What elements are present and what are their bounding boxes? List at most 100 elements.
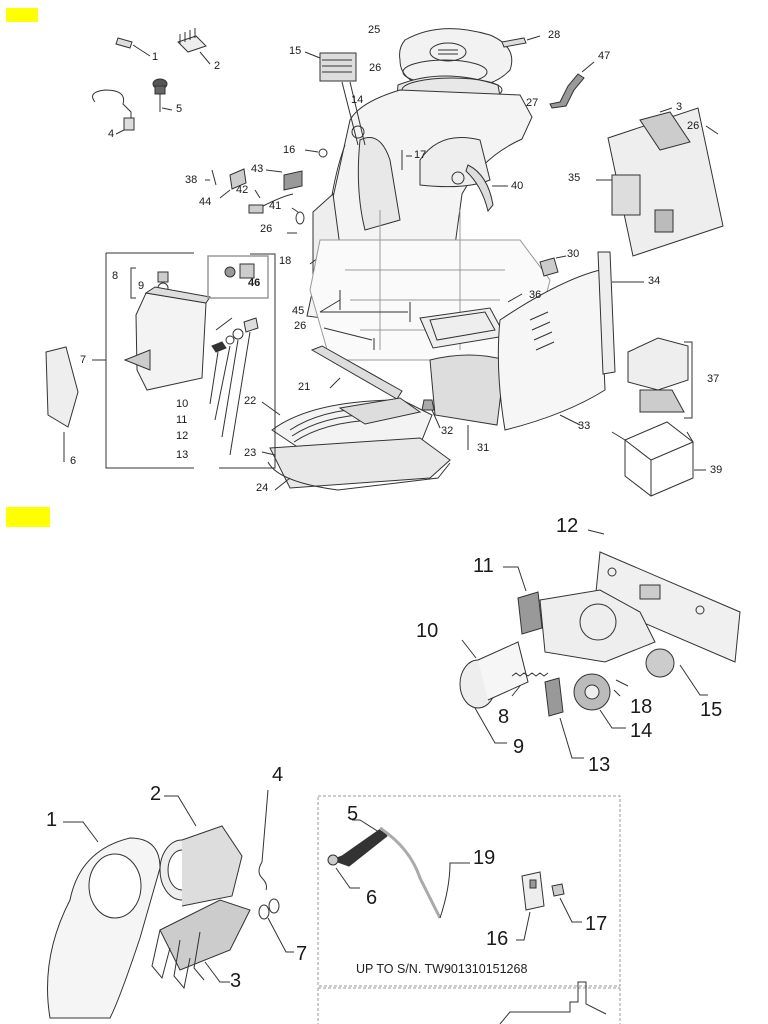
callout-28: 28	[548, 29, 561, 41]
part-45-screws	[319, 290, 411, 322]
callout-s3-3: 3	[230, 970, 242, 992]
callout-26-c: 26	[260, 223, 273, 235]
part-9-leader	[474, 707, 507, 744]
callout-45: 45	[292, 305, 305, 317]
callout-18: 18	[279, 255, 292, 267]
callout-8: 8	[112, 270, 119, 282]
switch-body	[539, 589, 708, 696]
part-10-knob	[459, 639, 529, 709]
callout-1: 1	[152, 51, 159, 63]
callout-31: 31	[477, 442, 490, 454]
callout-s3-6: 6	[366, 887, 378, 909]
callout-s2-8: 8	[498, 706, 510, 728]
callout-42: 42	[236, 184, 249, 196]
parts-10-13	[209, 317, 259, 456]
serial-number-note: UP TO S/N. TW901310151268	[356, 962, 528, 976]
callout-27: 27	[526, 97, 539, 109]
part-14-gear	[573, 673, 626, 729]
part-31-tray-front	[429, 354, 506, 450]
part-43-pad	[265, 169, 303, 191]
part-30-button	[539, 255, 567, 277]
callout-s3-4: 4	[272, 764, 284, 786]
part-23-tray	[261, 437, 451, 489]
callout-43: 43	[251, 163, 264, 175]
callout-6: 6	[70, 455, 77, 467]
part-2-grinder	[159, 795, 243, 907]
section3-bottom-part	[499, 981, 607, 1024]
part-41-oring	[291, 207, 305, 225]
part-32-foot	[421, 399, 441, 429]
callout-s3-16: 16	[486, 928, 509, 950]
part-6-panel	[45, 346, 79, 462]
callout-26-b: 26	[687, 120, 700, 132]
part-7-tank	[123, 286, 211, 391]
part-21-frontstrip	[310, 345, 403, 400]
callout-10: 10	[176, 398, 189, 410]
callout-35: 35	[568, 172, 581, 184]
part-42-plug	[248, 189, 294, 214]
callout-s2-13: 13	[588, 754, 611, 776]
callout-23: 23	[244, 447, 257, 459]
part-1-clip	[115, 37, 151, 57]
callout-47: 47	[598, 50, 611, 62]
section-1-marker	[6, 8, 38, 22]
part-16-disc	[304, 148, 328, 158]
part-46-box	[207, 255, 269, 299]
callout-33: 33	[578, 420, 591, 432]
part-12-pcb	[587, 529, 741, 663]
part-15-label-line	[304, 51, 366, 146]
part-19-wire	[439, 862, 470, 919]
callout-s3-1: 1	[46, 809, 58, 831]
callout-38: 38	[185, 174, 198, 186]
callout-36: 36	[529, 289, 542, 301]
callout-39: 39	[710, 464, 723, 476]
callout-44: 44	[199, 196, 212, 208]
callout-5: 5	[176, 103, 183, 115]
callout-s2-14: 14	[630, 720, 653, 742]
part-44-bracket	[219, 168, 247, 199]
callout-2: 2	[214, 60, 221, 72]
part-34-strip	[597, 251, 644, 375]
part-6-fitting	[327, 854, 360, 889]
callout-12: 12	[176, 430, 189, 442]
part-5-tube	[330, 819, 442, 919]
part-17-screw	[401, 150, 412, 170]
part-22-grid	[261, 397, 433, 451]
callout-46: 46	[248, 277, 261, 289]
part-3-motor	[151, 899, 251, 990]
callout-32: 32	[441, 425, 454, 437]
callout-13: 13	[176, 449, 189, 461]
callout-s2-10: 10	[416, 620, 439, 642]
callout-16: 16	[283, 144, 296, 156]
callout-s2-15: 15	[700, 699, 723, 721]
callout-15: 15	[289, 45, 302, 57]
callout-17: 17	[414, 149, 427, 161]
part-3-line	[659, 107, 719, 135]
callout-s3-17: 17	[585, 913, 608, 935]
part-11-switch	[503, 566, 543, 635]
inset-box	[317, 795, 621, 1024]
callout-s3-7: 7	[296, 943, 308, 965]
callout-37: 37	[707, 373, 720, 385]
part-4-clip	[258, 789, 269, 891]
callout-s2-9: 9	[513, 736, 525, 758]
part-13-button	[544, 677, 584, 759]
part-5-knob	[152, 78, 173, 112]
part-24-base	[267, 461, 451, 491]
callout-25: 25	[368, 24, 381, 36]
part-2-heatsink	[177, 28, 211, 65]
callout-s2-18: 18	[630, 696, 653, 718]
part-18-screw	[613, 679, 629, 697]
callout-30: 30	[567, 248, 580, 260]
callout-s2-12: 12	[556, 515, 579, 537]
callout-4: 4	[108, 128, 115, 140]
callout-24: 24	[256, 482, 269, 494]
callout-3: 3	[676, 101, 683, 113]
part-40-rail	[465, 164, 508, 213]
part-7-orings	[258, 898, 294, 953]
part-17-knob	[551, 883, 582, 923]
section-2-marker	[6, 507, 50, 527]
callout-s2-11: 11	[473, 555, 494, 577]
